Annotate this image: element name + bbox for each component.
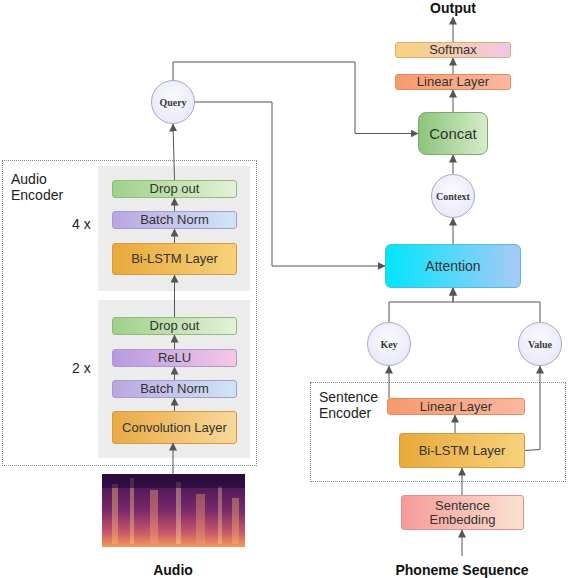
node-text: Linear Layer bbox=[417, 75, 489, 89]
flow-arrow bbox=[453, 90, 454, 112]
node-text: Key bbox=[380, 339, 397, 350]
layer-box: Convolution Layer bbox=[112, 411, 237, 444]
flow-arrow bbox=[173, 62, 418, 134]
tensor-circle: Value bbox=[518, 322, 562, 366]
flow-arrow bbox=[174, 229, 175, 243]
flow-arrow bbox=[453, 288, 540, 322]
output-arrow bbox=[453, 17, 454, 42]
layer-box: Batch Norm bbox=[112, 380, 237, 398]
node-text: Softmax bbox=[429, 43, 477, 57]
flow-arrow bbox=[455, 415, 456, 433]
node-text: Bi-LSTM Layer bbox=[419, 444, 506, 458]
attention-box: Attention bbox=[385, 244, 521, 288]
flow-arrow bbox=[453, 155, 454, 174]
flow-arrow bbox=[174, 198, 175, 211]
io-label: Phoneme Sequence bbox=[382, 562, 542, 578]
node-text: Sentence Embedding bbox=[402, 499, 523, 527]
node-text: Batch Norm bbox=[140, 382, 209, 396]
layer-box: Bi-LSTM Layer bbox=[112, 243, 237, 275]
concat-box: Concat bbox=[418, 112, 488, 155]
flow-arrow bbox=[174, 367, 175, 380]
layer-box: Batch Norm bbox=[112, 211, 237, 229]
flow-arrow bbox=[525, 366, 540, 451]
flow-arrow bbox=[173, 124, 175, 180]
node-text: Drop out bbox=[150, 182, 200, 196]
layer-box: Linear Layer bbox=[387, 398, 525, 415]
node-text: Drop out bbox=[150, 319, 200, 333]
encoder-group: Sentence Encoder Linear LayerBi-LSTM Laye… bbox=[310, 382, 566, 482]
group-heading: Audio Encoder bbox=[11, 171, 73, 203]
layer-box: Sentence Embedding bbox=[401, 495, 524, 530]
layer-box: ReLU bbox=[112, 349, 237, 367]
node-text: Context bbox=[436, 191, 470, 202]
node-text: Batch Norm bbox=[140, 213, 209, 227]
flow-arrow bbox=[462, 468, 463, 495]
layer-box: Softmax bbox=[395, 42, 511, 58]
group-heading: 2 x bbox=[72, 360, 96, 376]
layer-box: Linear Layer bbox=[395, 74, 511, 90]
node-text: Attention bbox=[425, 259, 480, 273]
spectrogram-image bbox=[102, 474, 245, 547]
node-text: Bi-LSTM Layer bbox=[131, 252, 218, 266]
encoder-group: Audio Encoder4 xDrop outBatch NormBi-LST… bbox=[2, 160, 257, 466]
tensor-circle: Context bbox=[431, 174, 475, 218]
node-text: Query bbox=[159, 97, 186, 108]
layer-box: Drop out bbox=[112, 180, 237, 198]
flow-arrow bbox=[174, 398, 175, 411]
io-label: Audio bbox=[123, 562, 223, 578]
node-text: Value bbox=[528, 339, 552, 350]
flow-arrow bbox=[453, 218, 454, 244]
io-label: Output bbox=[403, 0, 503, 16]
input-arrow bbox=[462, 530, 463, 556]
flow-arrow bbox=[389, 288, 453, 322]
node-text: Linear Layer bbox=[420, 400, 492, 414]
input-arrow bbox=[173, 443, 174, 474]
flow-arrow bbox=[389, 366, 390, 398]
repeat-block: 4 xDrop outBatch NormBi-LSTM Layer bbox=[98, 166, 250, 291]
layer-box: Drop out bbox=[112, 317, 237, 335]
node-text: Convolution Layer bbox=[122, 421, 227, 435]
group-heading: 4 x bbox=[72, 216, 96, 232]
node-text: ReLU bbox=[158, 351, 191, 365]
tensor-circle: Query bbox=[151, 80, 195, 124]
flow-arrow bbox=[174, 335, 175, 349]
flow-arrow bbox=[195, 102, 385, 266]
layer-box: Bi-LSTM Layer bbox=[399, 433, 525, 468]
flow-arrow bbox=[174, 275, 175, 317]
tensor-circle: Key bbox=[367, 322, 411, 366]
node-text: Concat bbox=[429, 127, 477, 141]
repeat-block: 2 xDrop outReLUBatch NormConvolution Lay… bbox=[98, 300, 250, 458]
group-heading: Sentence Encoder bbox=[319, 389, 391, 421]
flow-arrow bbox=[453, 58, 454, 74]
